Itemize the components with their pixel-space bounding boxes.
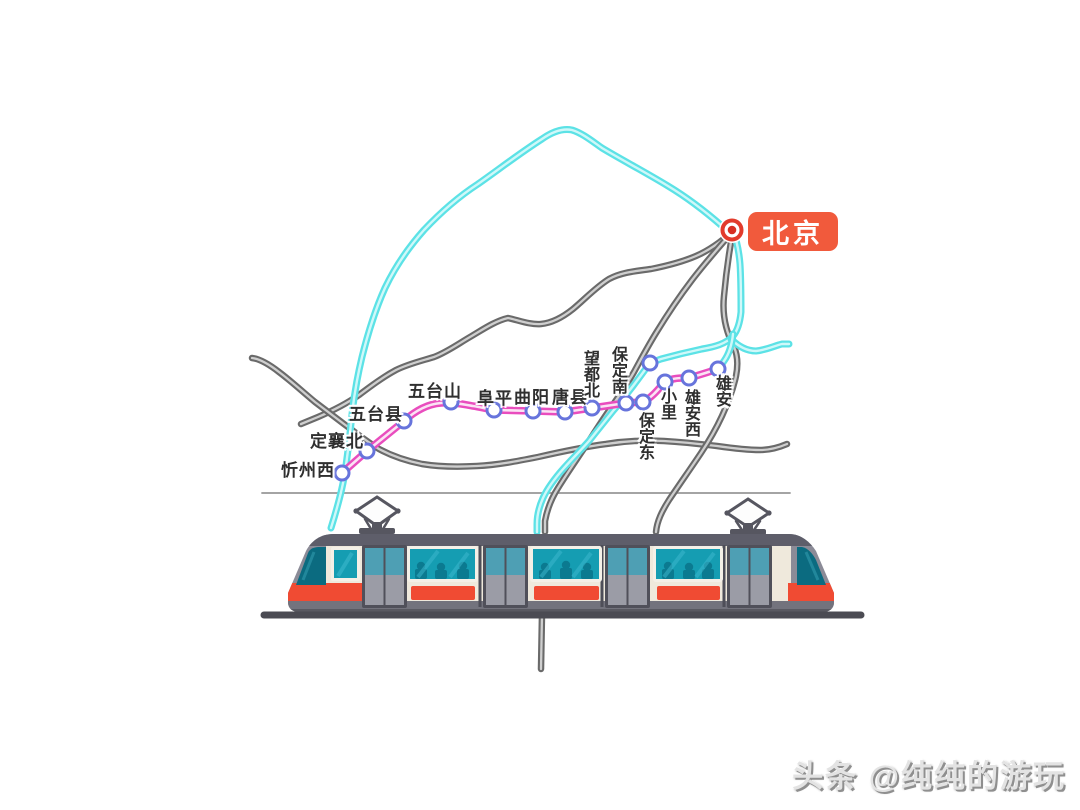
station-label: 雄安西 (682, 389, 699, 437)
train-skirt-lip (288, 609, 834, 612)
station-dot (680, 369, 698, 387)
station-dot (634, 393, 652, 411)
rail-line-southwest (248, 354, 791, 470)
train-red-stripe (288, 583, 834, 601)
station-dot (442, 393, 460, 411)
train-door (605, 545, 650, 608)
station-label: 忻州西 (281, 461, 335, 480)
rail-line-northwest (297, 227, 737, 428)
train-door (362, 545, 407, 608)
pantograph-right-icon (724, 497, 772, 535)
station-label: 保定东 (636, 412, 653, 460)
beijing-badge: 北京 (748, 212, 838, 251)
xiongan-connector (715, 330, 737, 372)
train-window (331, 547, 360, 581)
hsr-branch-east (727, 335, 793, 355)
train-window (407, 546, 478, 582)
station-label: 唐县 (552, 388, 588, 407)
station-dot (583, 399, 601, 417)
train-door (727, 545, 772, 608)
station-label: 五台山 (408, 382, 462, 401)
station-dot (485, 401, 503, 419)
station-dot (395, 412, 413, 430)
rail-line-beijing-south (652, 227, 741, 536)
train-skirt (288, 601, 834, 612)
watermark: 头条 @纯纯的游玩 (792, 759, 1066, 794)
station-dot (524, 402, 542, 420)
station-label: 曲阳 (514, 388, 550, 407)
train-window (653, 546, 723, 582)
station-label: 小里 (658, 388, 675, 420)
station-dots (333, 354, 727, 482)
station-dot (656, 373, 674, 391)
station-dot (333, 464, 351, 482)
station-label: 五台县 (349, 405, 403, 424)
hsr-line-cyan (327, 126, 745, 536)
train-roof (288, 534, 834, 546)
station-label: 阜平 (477, 389, 513, 408)
junction-dot (641, 354, 659, 372)
station-dot (358, 442, 376, 460)
rail-line-beijing-baoding (541, 227, 737, 536)
train-window (530, 546, 602, 582)
station-label: 雄安 (713, 375, 730, 407)
station-label: 望都北 (581, 350, 598, 398)
station-label: 保定南 (609, 346, 626, 394)
rail-line-below-train (537, 610, 546, 673)
pantograph-left-icon (353, 495, 401, 534)
station-dot (709, 360, 727, 378)
beijing-marker-icon (719, 217, 745, 243)
station-dot (556, 403, 574, 421)
station-label: 定襄北 (310, 432, 364, 451)
station-dot (617, 394, 635, 412)
train-door (483, 545, 528, 608)
